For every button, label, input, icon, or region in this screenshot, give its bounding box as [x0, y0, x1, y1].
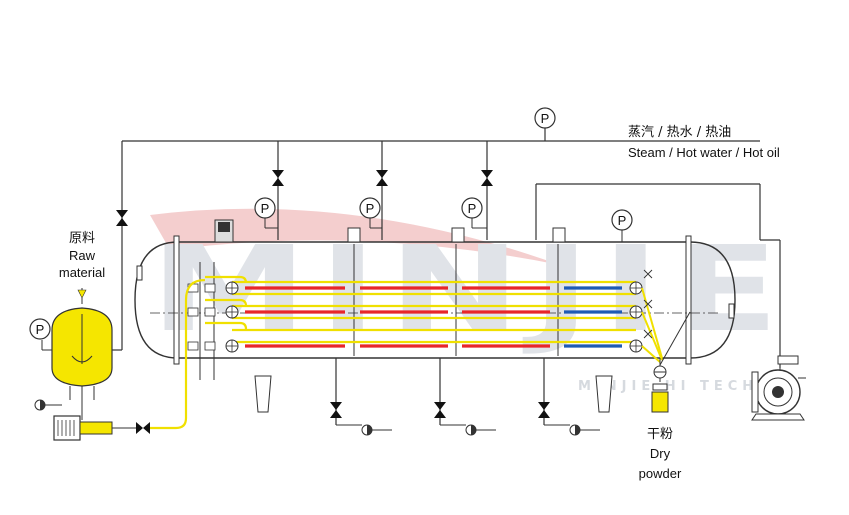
raw-label-en-2: material — [59, 265, 105, 280]
supply-label-cn: 蒸汽 / 热水 / 热油 — [628, 125, 731, 140]
dry-label-en-2: powder — [639, 466, 682, 481]
drain-valve-2 — [434, 402, 446, 418]
heating-tubes — [187, 269, 691, 366]
drain-valves — [330, 358, 600, 436]
valve-left-supply — [116, 210, 128, 226]
svg-text:P: P — [366, 201, 375, 216]
svg-text:P: P — [468, 201, 477, 216]
supply-label-en: Steam / Hot water / Hot oil — [628, 145, 780, 160]
drain-valve-1 — [330, 402, 342, 418]
pressure-gauge-vessel: P — [611, 209, 633, 242]
raw-label-en-1: Raw — [69, 248, 96, 263]
dry-label-en-1: Dry — [650, 446, 671, 461]
dry-label-cn: 干粉 — [647, 427, 673, 442]
pressure-gauge-branch-2: P — [359, 197, 381, 219]
drain-valve-3 — [538, 402, 550, 418]
branch-valve-1 — [272, 170, 284, 186]
svg-text:P: P — [541, 111, 550, 126]
branch-valve-2 — [376, 170, 388, 186]
svg-text:P: P — [261, 201, 270, 216]
feed-pump — [34, 278, 206, 441]
svg-text:P: P — [36, 322, 45, 337]
svg-text:P: P — [618, 213, 627, 228]
branch-valve-3 — [481, 170, 493, 186]
pressure-gauge-supply: P — [534, 107, 556, 129]
pressure-gauge-branch-3: P — [461, 197, 483, 219]
pressure-gauge-tank: P — [29, 318, 51, 340]
vacuum-pump — [751, 355, 806, 421]
raw-material-tank — [41, 288, 122, 400]
vacuum-line — [535, 183, 781, 368]
pressure-gauge-branch-1: P — [254, 197, 276, 219]
raw-label-cn: 原料 — [69, 231, 95, 246]
dry-powder-discharge — [651, 358, 669, 413]
branch-valves — [264, 141, 493, 240]
watermark: MINJIE MINJIE HI TECH — [150, 208, 782, 394]
